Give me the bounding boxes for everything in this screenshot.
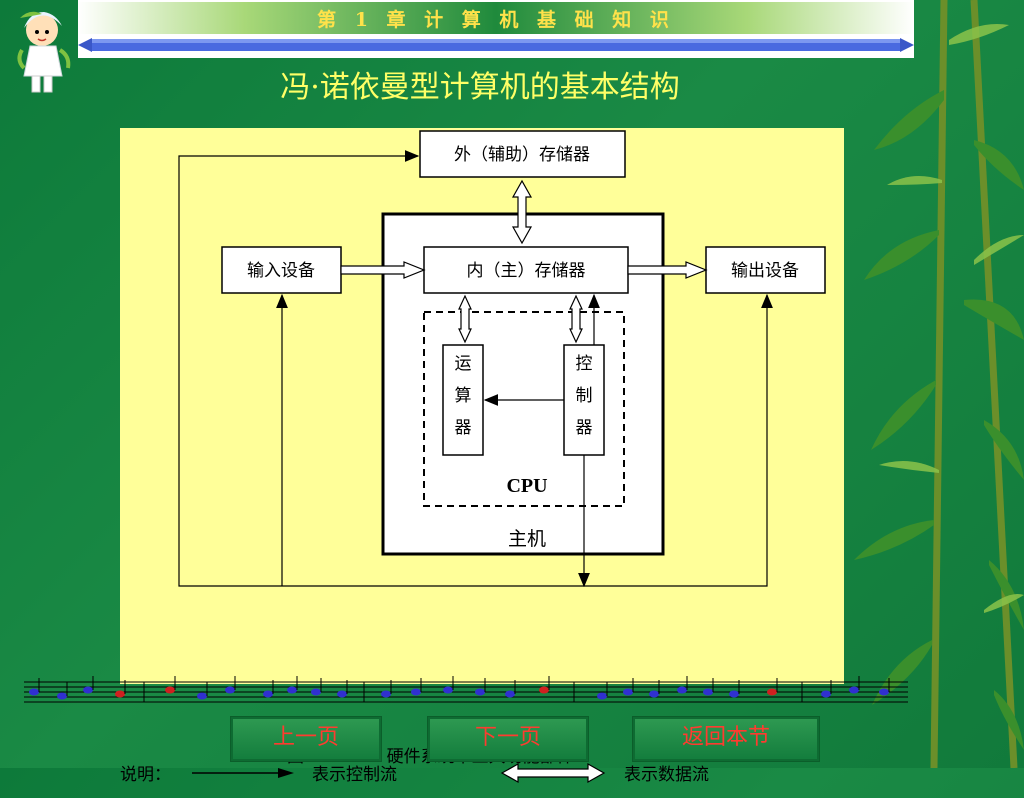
host-label: 主机 — [508, 528, 546, 550]
input-device-label: 输入设备 — [247, 261, 315, 281]
cpu-box — [423, 311, 625, 507]
external-storage-label: 外（辅助）存储器 — [454, 145, 590, 165]
data-arrow-memory-controller — [569, 294, 583, 344]
control-flow-arrow-icon — [192, 768, 294, 778]
chapter-banner: 第 1 章 计 算 机 基 础 知 识 — [78, 0, 914, 58]
cpu-label: CPU — [506, 475, 547, 497]
prev-page-button[interactable]: 上一页 — [230, 716, 382, 762]
alu-char: 运 — [455, 354, 472, 374]
data-arrow-external-memory — [511, 179, 533, 245]
back-to-section-button[interactable]: 返回本节 — [632, 716, 820, 762]
external-storage-box — [419, 130, 626, 178]
legend-data-flow: 表示数据流 — [624, 765, 709, 785]
next-page-button[interactable]: 下一页 — [427, 716, 589, 762]
slide-title: 冯·诺依曼型计算机的基本结构 — [280, 70, 680, 105]
controller-char: 器 — [576, 418, 593, 438]
control-line-to-external — [178, 150, 584, 587]
data-arrow-memory-alu — [458, 294, 472, 344]
controller-box — [563, 344, 605, 456]
controller-char: 制 — [576, 386, 593, 406]
output-device-box — [705, 246, 826, 294]
alu-box — [442, 344, 484, 456]
input-device-box — [221, 246, 342, 294]
ribbon-decoration — [78, 38, 914, 52]
output-device-label: 输出设备 — [731, 261, 799, 281]
data-flow-arrow-icon — [500, 762, 606, 784]
legend-control-flow: 表示控制流 — [312, 765, 397, 785]
chapter-title: 第 1 章 计 算 机 基 础 知 识 — [317, 9, 675, 31]
data-arrow-input-memory — [340, 261, 426, 279]
control-arrow-to-output — [584, 293, 773, 587]
data-arrow-memory-output — [627, 261, 708, 279]
alu-char: 器 — [455, 418, 472, 438]
von-neumann-diagram: 外（辅助）存储器 输入设备 内（主）存储器 输出设备 运 算 器 控 制 器 C… — [178, 130, 826, 588]
bamboo-decoration — [854, 0, 1024, 768]
banner-gradient — [78, 2, 914, 34]
mascot-icon — [17, 11, 71, 93]
legend-prefix: 说明： — [120, 765, 171, 785]
legend: 说明： 表示控制流 表示数据流 — [120, 762, 844, 798]
main-memory-label: 内（主）存储器 — [467, 261, 586, 281]
music-staff-decoration — [24, 676, 908, 703]
diagram-panel: 外（辅助）存储器 输入设备 内（主）存储器 输出设备 运 算 器 控 制 器 C… — [120, 128, 844, 785]
alu-char: 算 — [455, 386, 472, 406]
controller-char: 控 — [576, 354, 593, 374]
